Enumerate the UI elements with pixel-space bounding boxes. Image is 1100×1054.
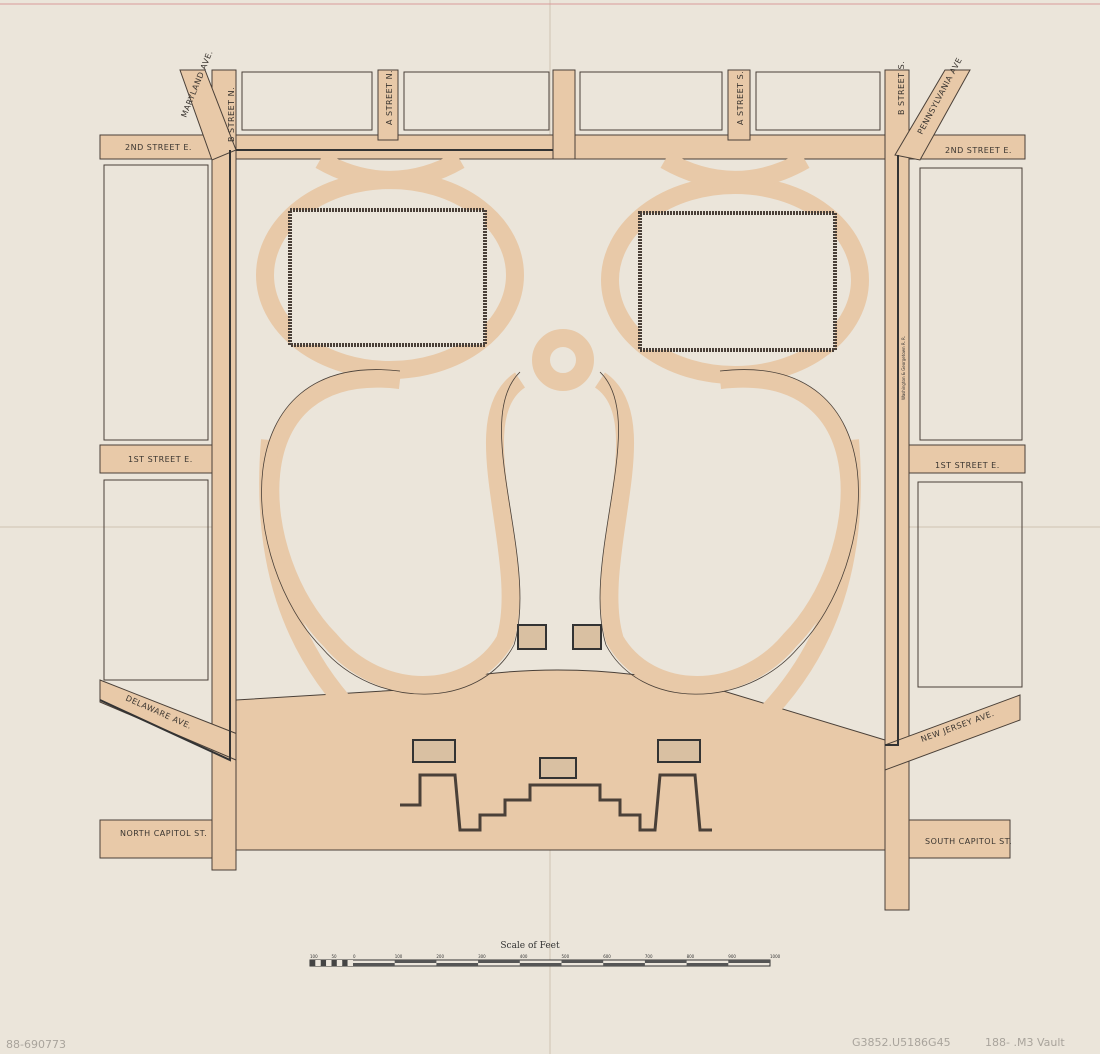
scale-segment	[394, 960, 437, 963]
date-vault-note: 188- .M3 Vault	[985, 1036, 1065, 1049]
capitol-grounds	[99, 149, 899, 851]
south-building	[638, 211, 837, 352]
scale-tick-label: 100	[310, 954, 318, 959]
scale-tick-label: 400	[520, 954, 528, 959]
south-capitol-street	[899, 819, 1011, 859]
scale-subdivision	[347, 960, 353, 966]
label-north-capitol-st: NORTH CAPITOL ST.	[120, 829, 207, 838]
scale-tick-label: 900	[728, 954, 736, 959]
scale-segment	[519, 963, 562, 966]
scale-tick-label: 800	[687, 954, 695, 959]
scale-subdivision	[342, 960, 348, 966]
scale-segment	[353, 963, 395, 966]
scale-segment	[728, 960, 770, 963]
label-1st-street-e-west: 1ST STREET E.	[128, 455, 193, 464]
label-a-street-s: A STREET S.	[736, 71, 745, 125]
label-b-street-n: B STREET N.	[227, 87, 236, 142]
north-building	[288, 208, 487, 347]
scale-subdivision	[315, 960, 321, 966]
scale-segment	[686, 963, 729, 966]
a-street-s	[727, 69, 751, 141]
label-b-street-s: B STREET S.	[897, 61, 906, 115]
scale-segment	[603, 963, 645, 966]
scale-segment	[561, 960, 604, 963]
scale-tick-label: 200	[436, 954, 444, 959]
railroad-track	[885, 155, 899, 746]
scale-tick-label: 1000	[770, 954, 781, 959]
first-street-e-east	[899, 444, 1026, 474]
scale-tick-label: 300	[478, 954, 486, 959]
label-a-street-n: A STREET N.	[385, 70, 394, 125]
scale-tick-label: 0	[353, 954, 356, 959]
scale-segment	[644, 960, 687, 963]
a-street-n	[377, 69, 399, 141]
catalog-number: 88-690773	[6, 1038, 66, 1051]
label-2nd-street-e-west: 2ND STREET E.	[125, 143, 192, 152]
scale-segment	[436, 963, 479, 966]
scale-tick-label: 50	[332, 954, 338, 959]
label-south-capitol-st: SOUTH CAPITOL ST.	[925, 837, 1012, 846]
scale-subdivision	[326, 960, 332, 966]
scale-subdivision	[320, 960, 327, 966]
label-railroad: Washington & Georgetown R. R.	[901, 336, 906, 400]
scale-subdivision	[336, 960, 343, 966]
scale-subdivision	[310, 960, 316, 966]
scale-tick-label: 600	[603, 954, 611, 959]
scale-tick-label: 700	[645, 954, 653, 959]
call-number: G3852.U5186G45	[852, 1036, 951, 1049]
scale-title: Scale of Feet	[500, 941, 560, 951]
scale-tick-label: 100	[395, 954, 403, 959]
label-2nd-street-e-east: 2ND STREET E.	[945, 146, 1012, 155]
scale-tick-label: 500	[562, 954, 570, 959]
scale-segment	[478, 960, 520, 963]
label-1st-street-e-east: 1ST STREET E.	[935, 461, 1000, 470]
block-outlines	[103, 71, 1023, 688]
scale-subdivision	[331, 960, 337, 966]
pennsylvania-avenue	[894, 69, 971, 161]
